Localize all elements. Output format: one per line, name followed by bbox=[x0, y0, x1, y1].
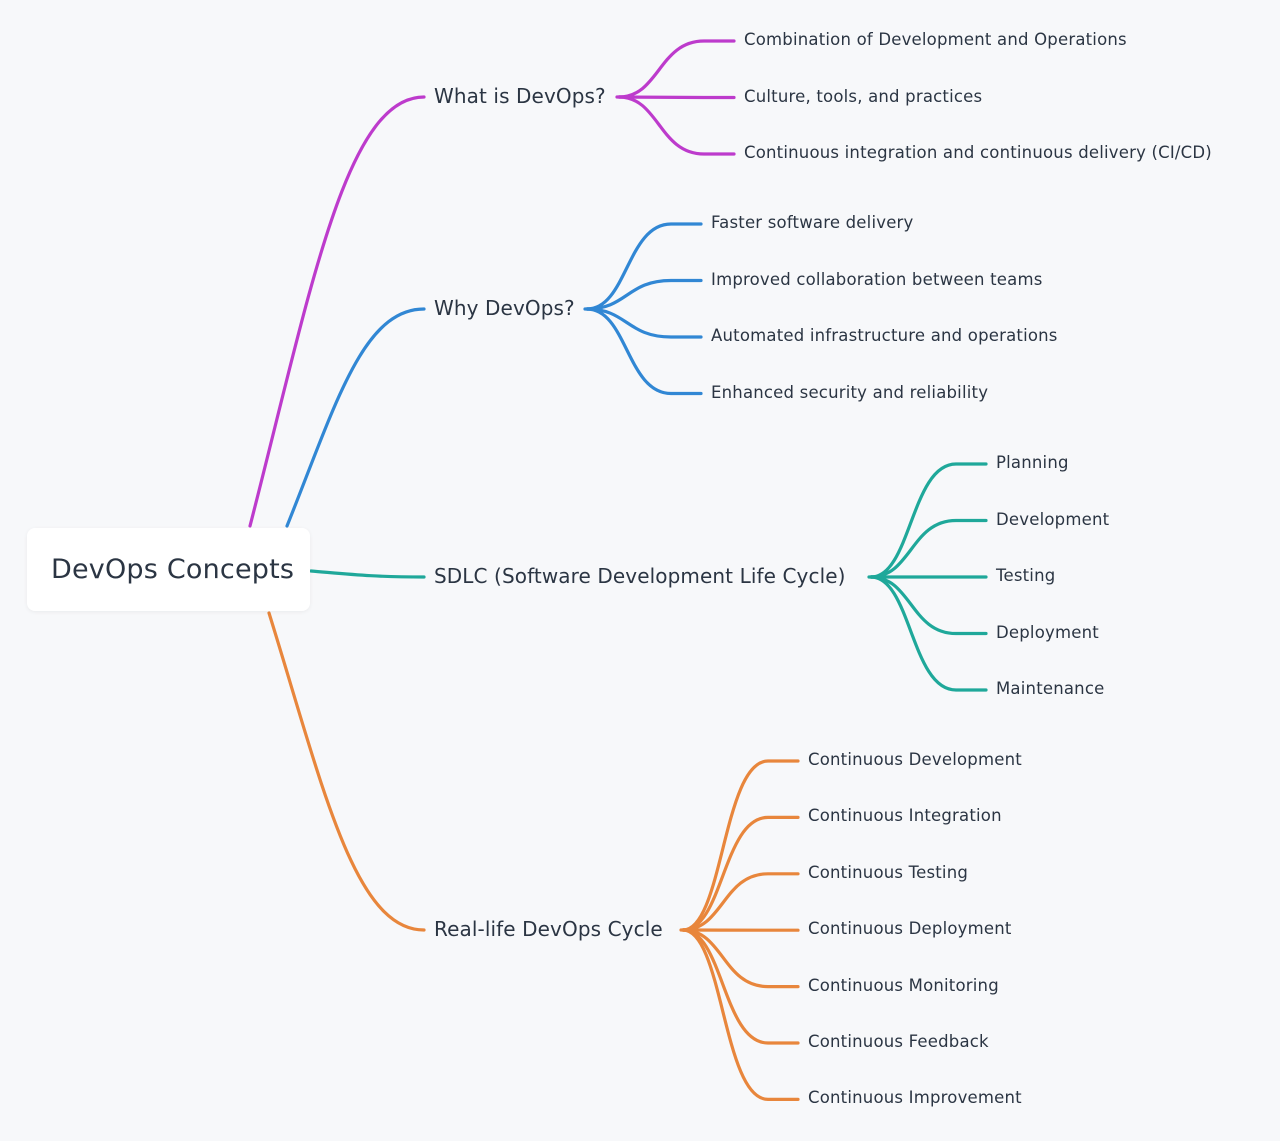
leaf-connector bbox=[585, 278, 703, 311]
leaf-connector bbox=[617, 39, 736, 99]
leaf-node[interactable]: Combination of Development and Operation… bbox=[744, 30, 1127, 49]
leaf-connector bbox=[681, 759, 800, 932]
branch-connector bbox=[267, 611, 426, 932]
leaf-connector bbox=[681, 815, 800, 932]
leaf-node[interactable]: Continuous Deployment bbox=[808, 919, 1012, 939]
leaf-node[interactable]: Deployment bbox=[996, 622, 1099, 642]
leaf-connector bbox=[681, 928, 800, 1045]
branch-node[interactable]: What is DevOps? bbox=[434, 84, 606, 108]
leaf-connector bbox=[681, 928, 800, 1101]
leaf-node[interactable]: Planning bbox=[996, 453, 1069, 472]
leaf-node[interactable]: Continuous Integration bbox=[808, 806, 1002, 826]
branch-node[interactable]: SDLC (Software Development Life Cycle) bbox=[434, 564, 846, 588]
branch-node[interactable]: Why DevOps? bbox=[434, 296, 575, 320]
leaf-connector bbox=[869, 518, 988, 579]
leaf-node[interactable]: Faster software delivery bbox=[711, 213, 914, 232]
leaf-node[interactable]: Continuous integration and continuous de… bbox=[744, 143, 1212, 162]
leaf-node[interactable]: Improved collaboration between teams bbox=[711, 269, 1043, 289]
root-node-label: DevOps Concepts bbox=[51, 554, 295, 585]
leaf-node[interactable]: Continuous Monitoring bbox=[808, 975, 999, 995]
branch-connector bbox=[309, 569, 426, 579]
leaf-connector bbox=[585, 307, 703, 339]
leaf-node[interactable]: Continuous Feedback bbox=[808, 1032, 989, 1051]
leaf-connector bbox=[869, 575, 988, 692]
leaf-node[interactable]: Development bbox=[996, 509, 1110, 529]
root-node[interactable]: DevOps Concepts bbox=[27, 528, 310, 611]
leaf-connector bbox=[585, 307, 703, 396]
leaf-node[interactable]: Continuous Improvement bbox=[808, 1088, 1022, 1108]
branch-connector bbox=[248, 95, 426, 528]
leaf-connector bbox=[869, 462, 988, 579]
leaf-node[interactable]: Testing bbox=[996, 566, 1056, 585]
leaf-node[interactable]: Culture, tools, and practices bbox=[744, 86, 983, 106]
leaf-node[interactable]: Automated infrastructure and operations bbox=[711, 326, 1058, 345]
leaf-node[interactable]: Continuous Development bbox=[808, 750, 1022, 769]
leaf-node[interactable]: Continuous Testing bbox=[808, 862, 969, 882]
leaf-connector bbox=[869, 575, 988, 636]
leaf-node[interactable]: Enhanced security and reliability bbox=[711, 382, 989, 402]
branch-connector bbox=[285, 307, 426, 528]
leaf-connector bbox=[681, 928, 800, 989]
leaf-connector bbox=[585, 222, 703, 311]
leaf-connector bbox=[617, 95, 736, 156]
branch-node[interactable]: Real-life DevOps Cycle bbox=[434, 917, 663, 941]
leaf-connector bbox=[681, 872, 800, 932]
leaf-node[interactable]: Maintenance bbox=[996, 679, 1105, 698]
leaf-connector bbox=[617, 95, 736, 100]
